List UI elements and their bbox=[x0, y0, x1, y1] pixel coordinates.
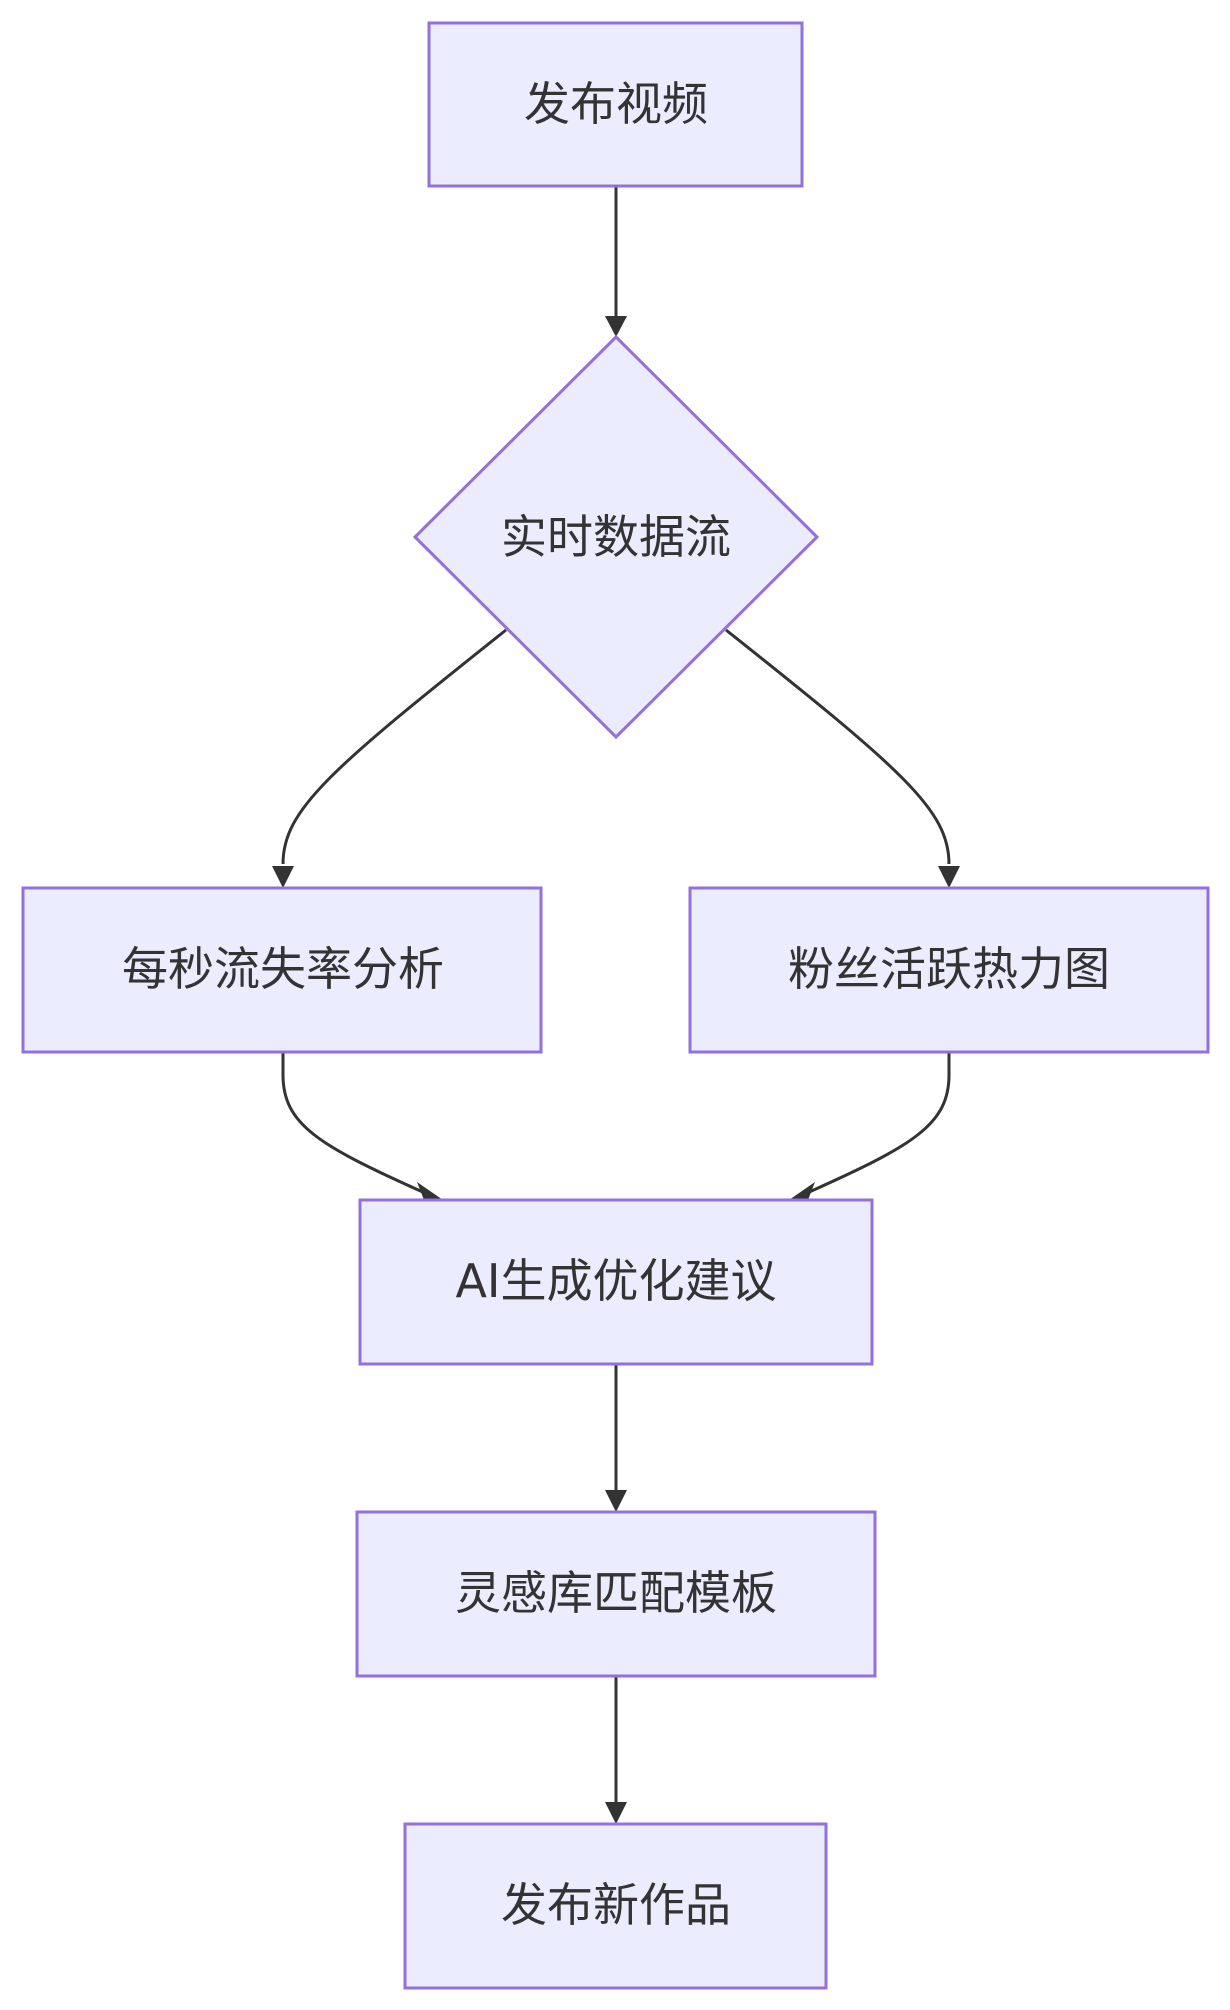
arrowhead-icon bbox=[938, 866, 960, 888]
arrowhead-icon bbox=[605, 1490, 627, 1512]
arrowhead-icon bbox=[605, 316, 627, 337]
arrowhead-icon bbox=[272, 866, 294, 888]
node-label-inspiration-template-match: 灵感库匹配模板 bbox=[455, 1566, 777, 1620]
edge-heatmap-to-ai bbox=[806, 1052, 951, 1195]
node-label-publish-video: 发布视频 bbox=[524, 77, 708, 131]
edge-stream-to-churn bbox=[281, 628, 507, 865]
node-ai-optimization-advice: AI生成优化建议 bbox=[358, 1198, 874, 1366]
edge-stream-to-heatmap bbox=[725, 628, 951, 865]
edge-churn-to-ai bbox=[281, 1052, 426, 1195]
arrowhead-icon bbox=[789, 1182, 815, 1200]
node-publish-new-work: 发布新作品 bbox=[403, 1822, 828, 1990]
node-label-fan-activity-heatmap: 粉丝活跃热力图 bbox=[788, 942, 1110, 996]
node-inspiration-template-match: 灵感库匹配模板 bbox=[355, 1510, 877, 1678]
arrowhead-icon bbox=[417, 1182, 443, 1200]
node-label-per-second-churn-analysis: 每秒流失率分析 bbox=[122, 942, 444, 996]
arrowhead-icon bbox=[605, 1802, 627, 1824]
node-fan-activity-heatmap: 粉丝活跃热力图 bbox=[688, 886, 1210, 1054]
node-label-ai-optimization-advice: AI生成优化建议 bbox=[455, 1254, 776, 1308]
node-label-realtime-data-stream: 实时数据流 bbox=[501, 510, 731, 564]
node-per-second-churn-analysis: 每秒流失率分析 bbox=[21, 886, 543, 1054]
node-label-publish-new-work: 发布新作品 bbox=[501, 1878, 731, 1932]
node-publish-video: 发布视频 bbox=[427, 21, 804, 188]
node-realtime-data-stream: 实时数据流 bbox=[412, 334, 820, 740]
